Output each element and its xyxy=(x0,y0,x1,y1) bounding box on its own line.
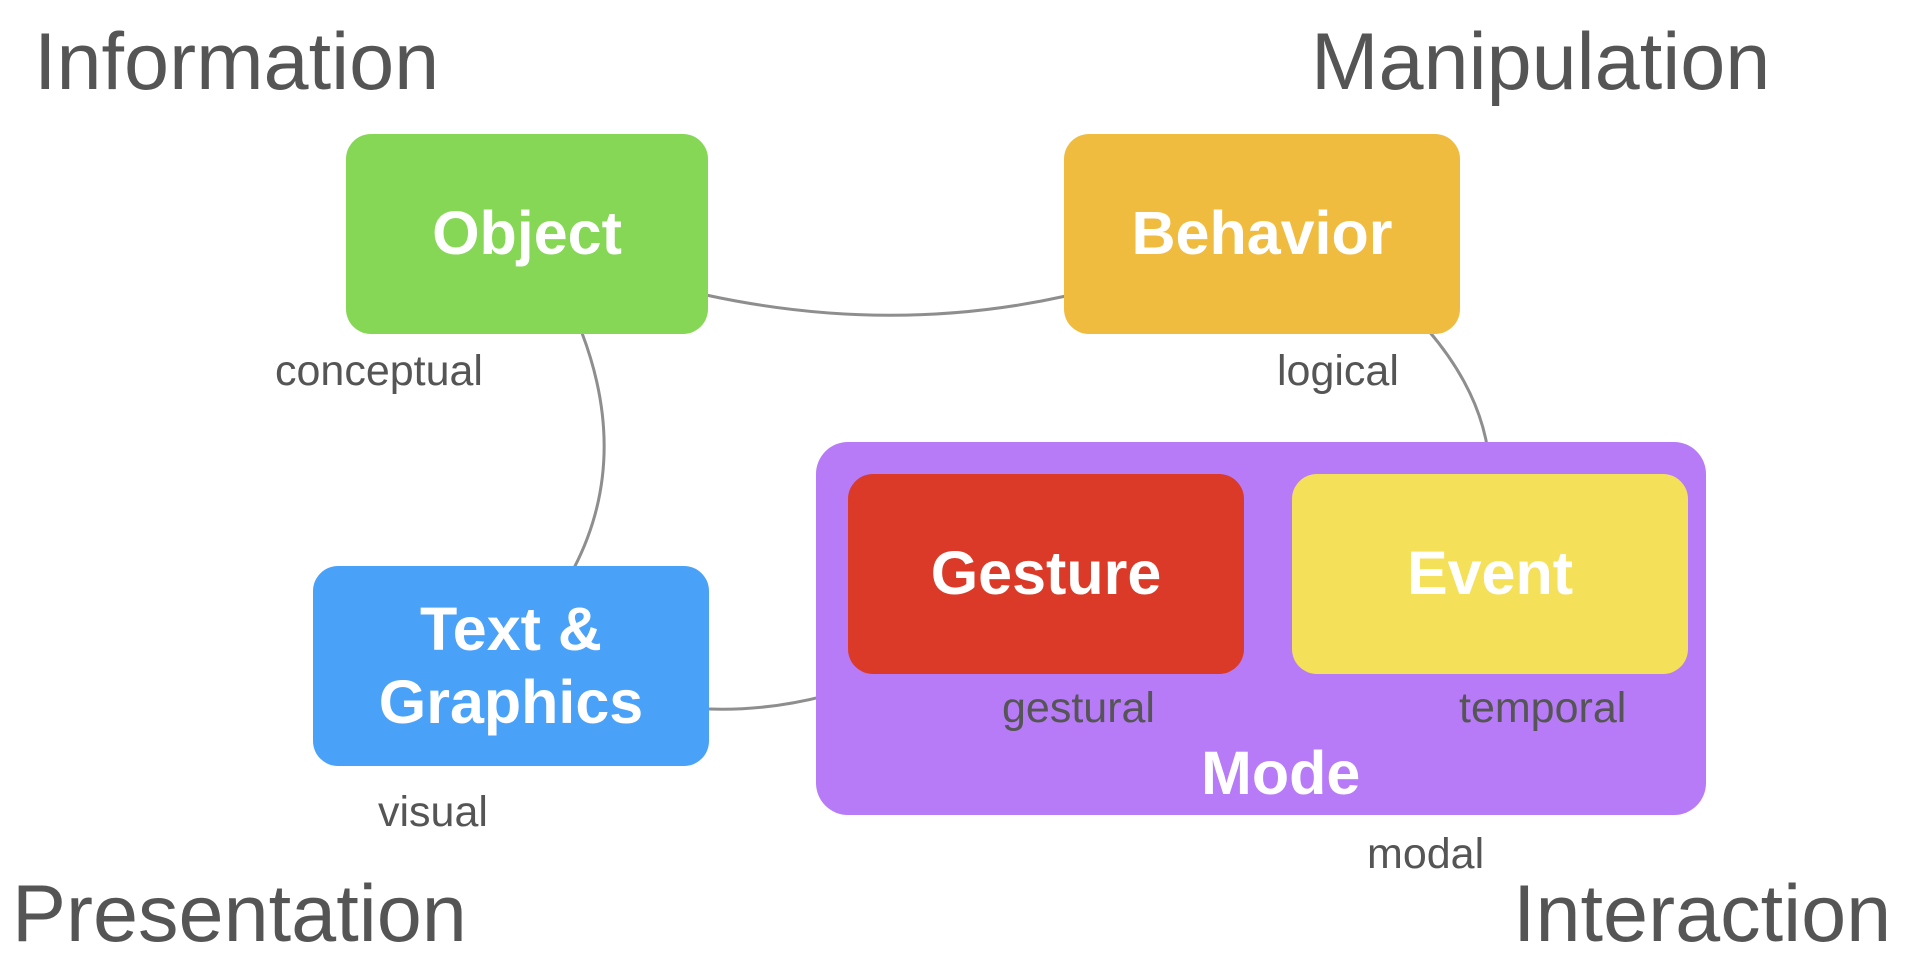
behavior-label: Behavior xyxy=(1131,199,1393,268)
corner-label-information: Information xyxy=(34,17,440,107)
object-label: Object xyxy=(432,199,622,268)
mode-label: Mode xyxy=(1201,739,1361,807)
text-graphics-label-line2: Graphics xyxy=(378,668,644,736)
object-behavior-link xyxy=(705,293,1067,317)
text-graphics-node: Text & Graphics xyxy=(313,566,709,766)
annotation-visual: visual xyxy=(378,788,488,836)
annotation-conceptual: conceptual xyxy=(275,347,483,395)
annotation-gestural: gestural xyxy=(1002,684,1155,732)
event-node: Event xyxy=(1292,474,1688,674)
text-graphics-label-line1: Text & xyxy=(420,594,602,663)
gesture-label: Gesture xyxy=(930,539,1162,608)
event-label: Event xyxy=(1406,539,1574,608)
annotation-temporal: temporal xyxy=(1459,684,1627,732)
object-text-graphics-link xyxy=(572,332,606,569)
annotation-logical: logical xyxy=(1277,347,1399,395)
gesture-node: Gesture xyxy=(848,474,1244,674)
behavior-node: Behavior xyxy=(1064,134,1460,334)
object-node: Object xyxy=(346,134,708,334)
annotation-modal: modal xyxy=(1367,830,1485,878)
corner-label-presentation: Presentation xyxy=(12,869,467,959)
corner-label-manipulation: Manipulation xyxy=(1311,17,1771,107)
corner-label-interaction: Interaction xyxy=(1513,869,1892,959)
